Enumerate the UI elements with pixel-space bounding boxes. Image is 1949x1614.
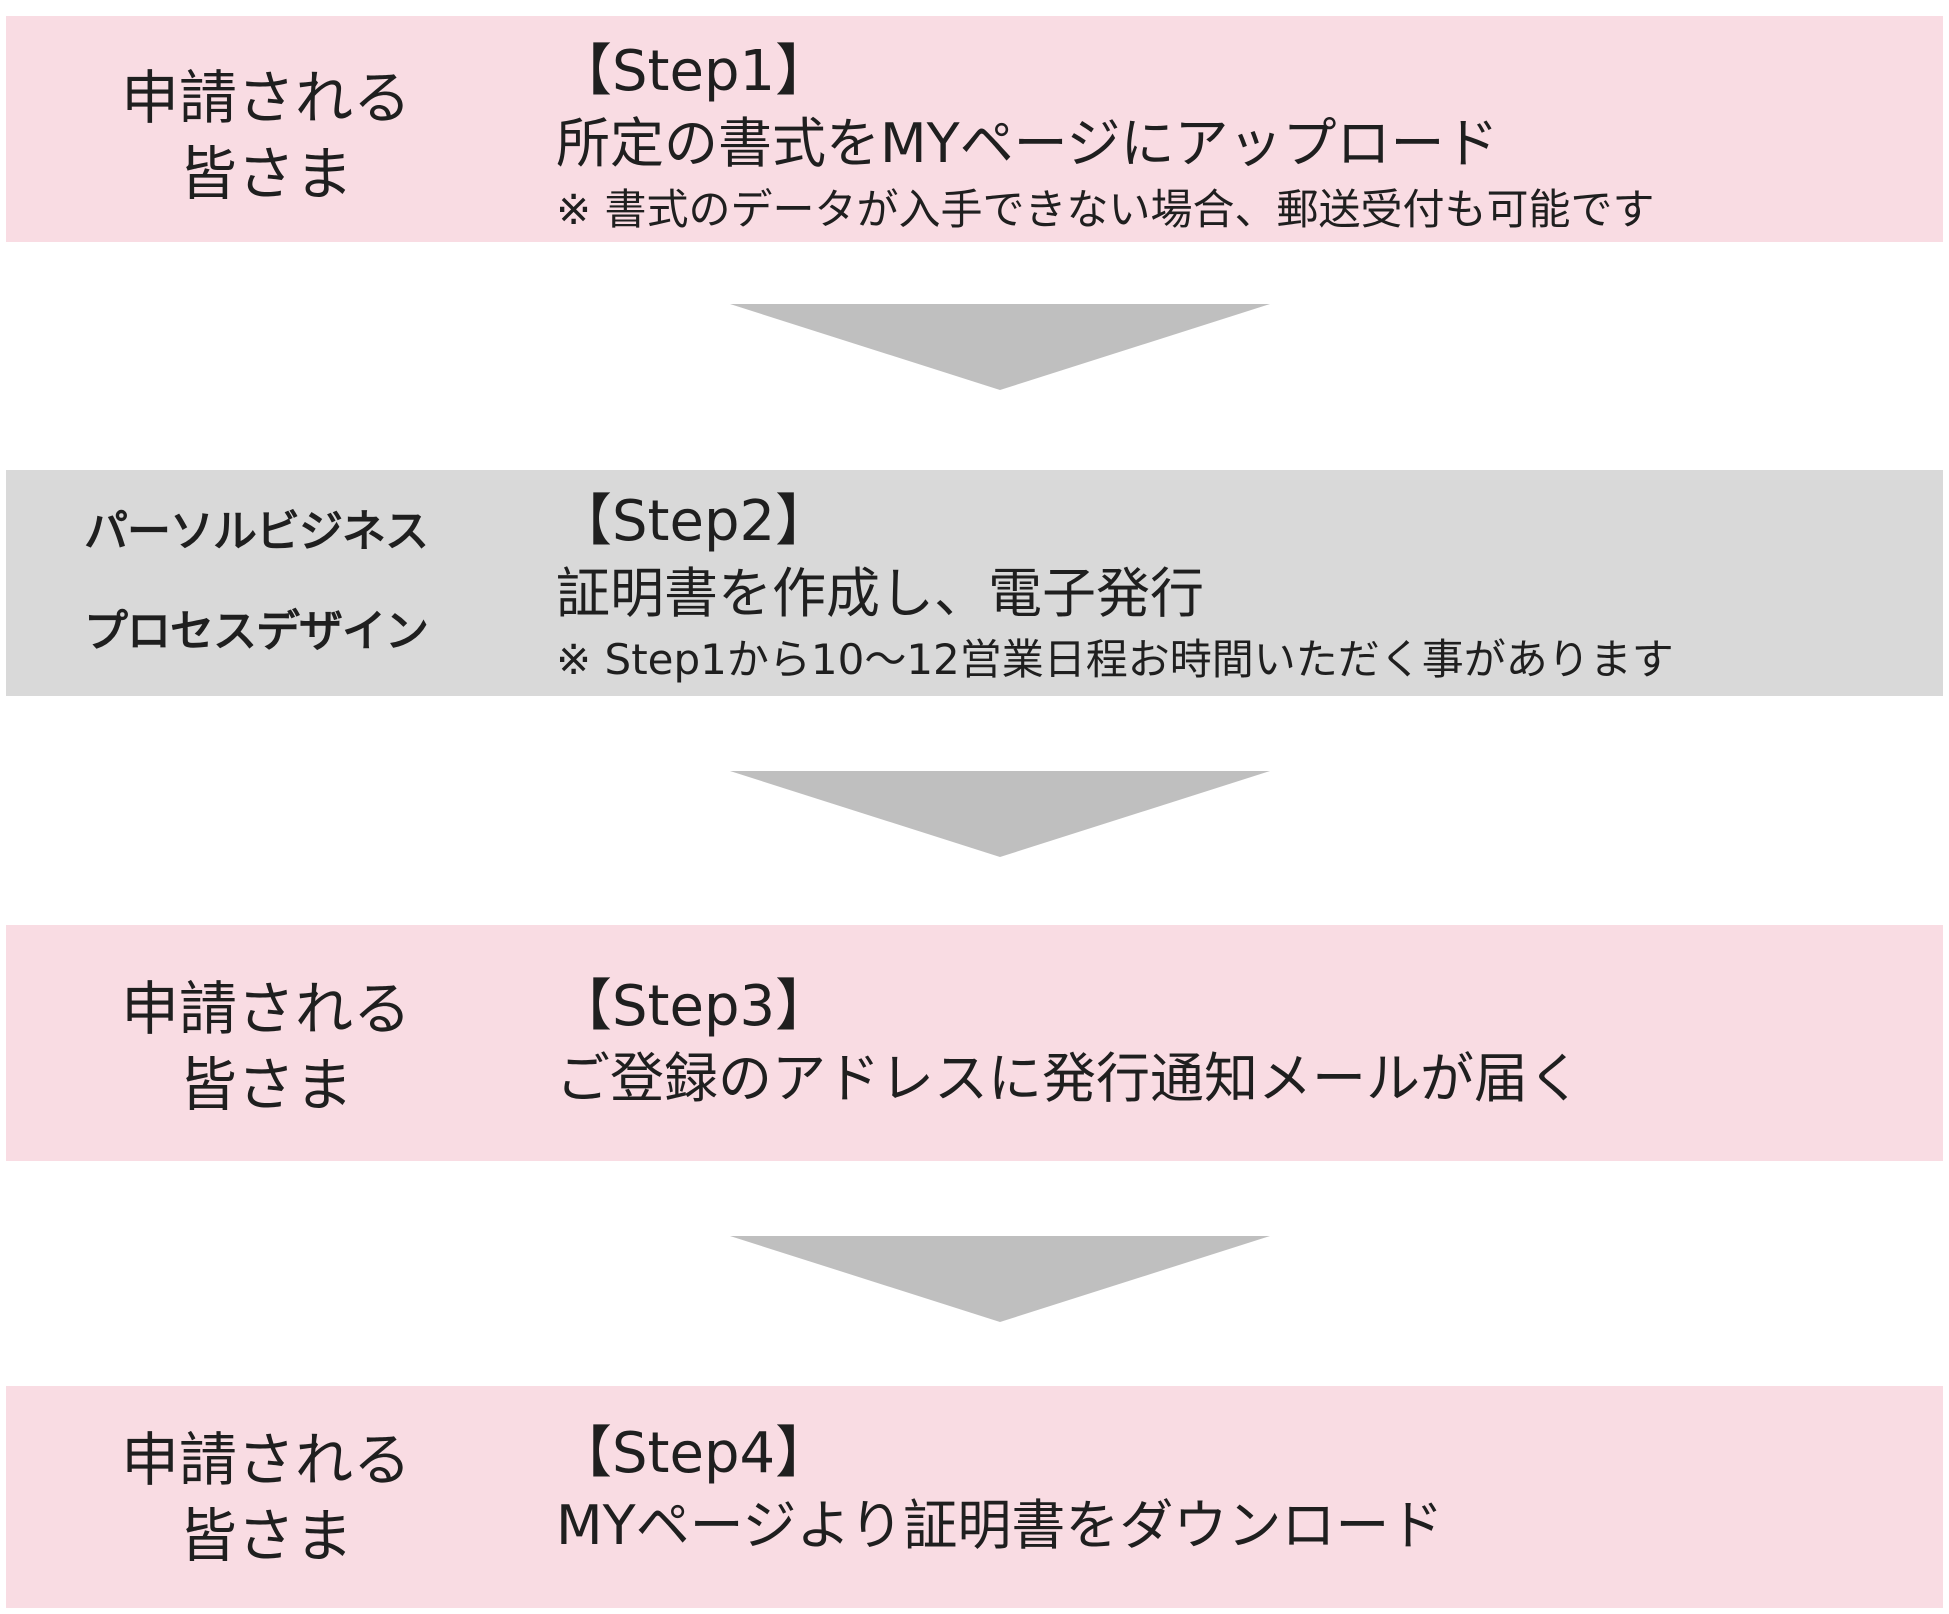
step-1-content: 【Step1】 所定の書式をMYページにアップロード ※ 書式のデータが入手でき… xyxy=(556,36,1923,240)
step-2-actor-line1: パーソルビジネス xyxy=(84,506,429,557)
step-3-title: 【Step3】 xyxy=(556,974,832,1039)
down-arrow-icon xyxy=(730,1236,1270,1322)
step-4-box: 申請される 皆さま 【Step4】 MYページより証明書をダウンロード xyxy=(6,1386,1943,1608)
step-3-actor-line2: 皆さま xyxy=(178,1051,353,1119)
step-1-actor: 申請される 皆さま xyxy=(46,60,486,212)
step-1-title: 【Step1】 xyxy=(556,39,832,104)
down-arrow-icon xyxy=(730,771,1270,857)
step-1-box: 申請される 皆さま 【Step1】 所定の書式をMYページにアップロード ※ 書… xyxy=(6,16,1943,242)
step-2-note: ※ Step1から10～12営業日程お時間いただく事があります xyxy=(556,635,1674,684)
step-2-actor: パーソルビジネス プロセスデザイン xyxy=(36,482,476,682)
step-4-actor-line1: 申請される xyxy=(120,1426,411,1494)
step-1-note: ※ 書式のデータが入手できない場合、郵送受付も可能です xyxy=(556,185,1655,234)
step-3-actor: 申請される 皆さま xyxy=(46,971,486,1123)
step-4-actor: 申請される 皆さま xyxy=(46,1422,486,1574)
step-3-box: 申請される 皆さま 【Step3】 ご登録のアドレスに発行通知メールが届く xyxy=(6,925,1943,1161)
arrow-2-shape xyxy=(730,771,1270,857)
step-3-actor-line1: 申請される xyxy=(120,975,411,1043)
step-2-box: パーソルビジネス プロセスデザイン 【Step2】 証明書を作成し、電子発行 ※… xyxy=(6,470,1943,696)
step-4-description: MYページより証明書をダウンロード xyxy=(556,1494,1444,1557)
step-1-actor-line2: 皆さま xyxy=(178,140,353,208)
arrow-3-shape xyxy=(730,1236,1270,1322)
step-2-description: 証明書を作成し、電子発行 xyxy=(556,562,1204,625)
step-4-content: 【Step4】 MYページより証明書をダウンロード xyxy=(556,1418,1923,1562)
step-4-title: 【Step4】 xyxy=(556,1421,832,1486)
step-2-actor-line2: プロセスデザイン xyxy=(84,606,429,657)
step-3-content: 【Step3】 ご登録のアドレスに発行通知メールが届く xyxy=(556,971,1923,1115)
arrow-1-shape xyxy=(730,304,1270,390)
step-4-actor-line2: 皆さま xyxy=(178,1502,353,1570)
step-3-description: ご登録のアドレスに発行通知メールが届く xyxy=(556,1047,1582,1110)
step-2-content: 【Step2】 証明書を作成し、電子発行 ※ Step1から10～12営業日程お… xyxy=(556,486,1923,690)
step-1-actor-line1: 申請される xyxy=(120,64,411,132)
step-2-title: 【Step2】 xyxy=(556,489,832,554)
step-1-description: 所定の書式をMYページにアップロード xyxy=(556,112,1499,175)
down-arrow-icon xyxy=(730,304,1270,390)
